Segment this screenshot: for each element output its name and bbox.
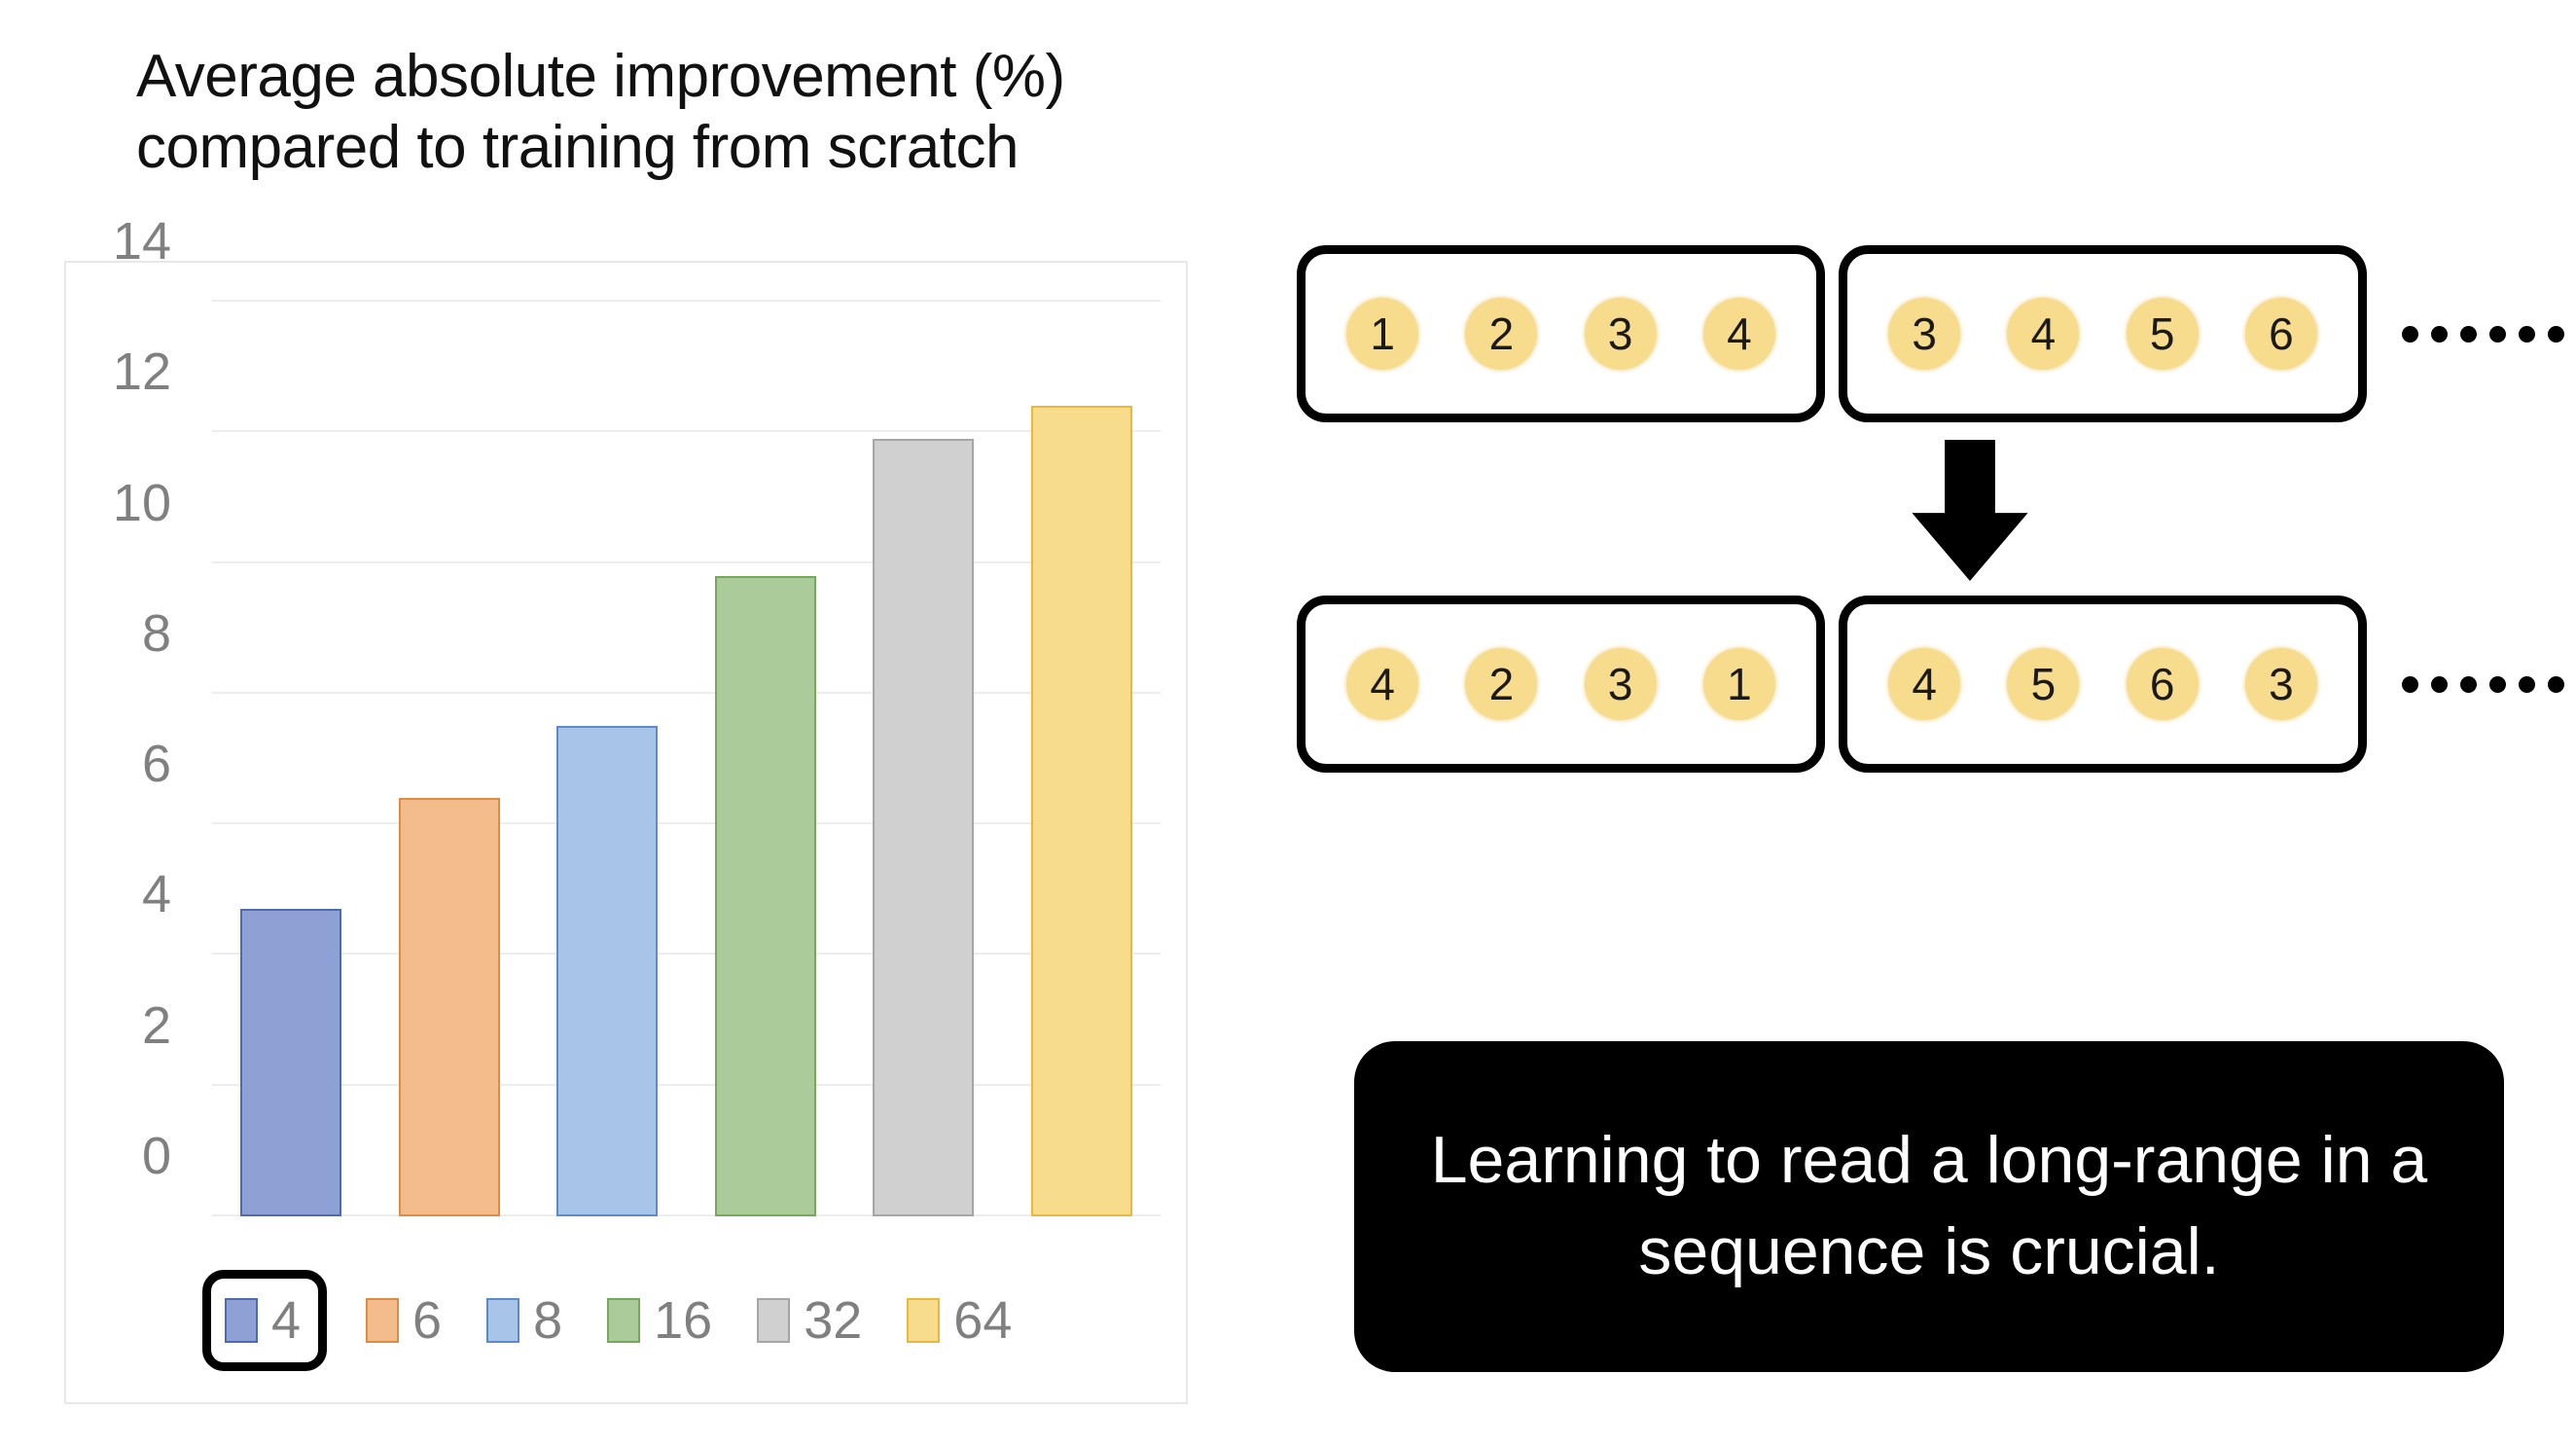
legend-item-8[interactable]: 8 [481, 1290, 568, 1351]
bar-slot [844, 302, 1003, 1216]
sequence-token: 6 [2244, 298, 2317, 370]
legend-label: 6 [412, 1291, 443, 1350]
gridline [212, 430, 1161, 433]
bar-6[interactable] [398, 798, 500, 1216]
legend-swatch-icon [225, 1298, 258, 1343]
legend-swatch-icon [757, 1298, 791, 1343]
ellipsis-dot [2460, 675, 2477, 693]
y-axis-tick-label: 12 [112, 343, 171, 402]
sequence-token: 5 [2126, 298, 2199, 370]
gridline [212, 822, 1161, 825]
legend-label: 32 [804, 1291, 863, 1350]
legend-swatch-icon [366, 1298, 400, 1343]
bar-8[interactable] [556, 726, 659, 1216]
sequence-token: 3 [1584, 298, 1657, 370]
bar-slot [371, 302, 529, 1216]
y-axis-tick-label: 10 [112, 473, 171, 532]
legend-swatch-icon [907, 1298, 941, 1343]
sequence-token: 2 [1465, 648, 1538, 720]
sequence-token: 3 [1888, 298, 1961, 370]
legend-label: 16 [654, 1291, 713, 1350]
y-axis-tick-label: 0 [141, 1127, 171, 1185]
y-axis-tick-label: 14 [112, 212, 171, 271]
bar-slot [687, 302, 845, 1216]
sequence-token: 1 [1346, 298, 1419, 370]
bar-slot [212, 302, 371, 1216]
bar-series [212, 302, 1161, 1216]
ellipsis-icon [2402, 325, 2564, 343]
gridline [212, 1214, 1161, 1216]
ellipsis-dot [2460, 325, 2477, 343]
bar-slot [1003, 302, 1162, 1216]
page-title: Average absolute improvement (%) compare… [136, 43, 1065, 182]
ellipsis-dot [2519, 325, 2535, 343]
legend-item-32[interactable]: 32 [751, 1290, 868, 1351]
sequence-token: 6 [2126, 648, 2199, 720]
ellipsis-dot [2402, 325, 2418, 343]
legend-item-4[interactable]: 4 [202, 1270, 328, 1371]
sequence-token: 3 [1584, 648, 1657, 720]
bar-64[interactable] [1030, 406, 1132, 1216]
caption-text: Learning to read a long-range in a seque… [1430, 1123, 2428, 1288]
legend-label: 64 [953, 1291, 1013, 1350]
gridline [212, 953, 1161, 956]
sequence-token: 4 [1702, 298, 1775, 370]
sequence-token: 5 [2007, 648, 2080, 720]
down-arrow-icon [1907, 440, 2033, 581]
sequence-token: 3 [2244, 648, 2317, 720]
ellipsis-dot [2431, 675, 2448, 693]
ellipsis-dot [2489, 675, 2506, 693]
sequence-token: 4 [2007, 298, 2080, 370]
y-axis-tick-label: 8 [141, 603, 171, 663]
bar-32[interactable] [873, 439, 975, 1216]
sequence-token: 1 [1702, 648, 1775, 720]
legend-item-64[interactable]: 64 [901, 1290, 1018, 1351]
ellipsis-icon [2402, 675, 2564, 693]
y-axis-tick-label: 6 [141, 735, 171, 794]
y-axis-tick-label: 4 [141, 865, 171, 924]
ellipsis-dot [2548, 675, 2564, 693]
bar-16[interactable] [714, 576, 816, 1216]
legend-item-6[interactable]: 6 [360, 1290, 447, 1351]
ellipsis-dot [2548, 325, 2564, 343]
legend-swatch-icon [607, 1298, 641, 1343]
caption-callout: Learning to read a long-range in a seque… [1354, 1041, 2504, 1372]
sequence-token: 2 [1465, 298, 1538, 370]
ellipsis-dot [2489, 325, 2506, 343]
gridline [212, 560, 1161, 563]
legend-label: 4 [271, 1291, 302, 1350]
bar-slot [528, 302, 687, 1216]
plot-area: 14 12 10 8 6 4 2 0 [113, 212, 1161, 1216]
bar-4[interactable] [240, 909, 342, 1216]
ellipsis-dot [2519, 675, 2535, 693]
legend-item-16[interactable]: 16 [601, 1290, 718, 1351]
sequence-token: 4 [1888, 648, 1961, 720]
sequence-token: 4 [1346, 648, 1419, 720]
gridline [212, 1083, 1161, 1086]
ellipsis-dot [2431, 325, 2448, 343]
y-axis-tick-label: 2 [141, 995, 171, 1055]
gridline [212, 691, 1161, 694]
legend-swatch-icon [486, 1298, 520, 1343]
legend-label: 8 [533, 1291, 563, 1350]
gridline [212, 300, 1161, 302]
chart-legend: 4 6 8 16 32 64 [202, 1270, 1018, 1371]
ellipsis-dot [2402, 675, 2418, 693]
